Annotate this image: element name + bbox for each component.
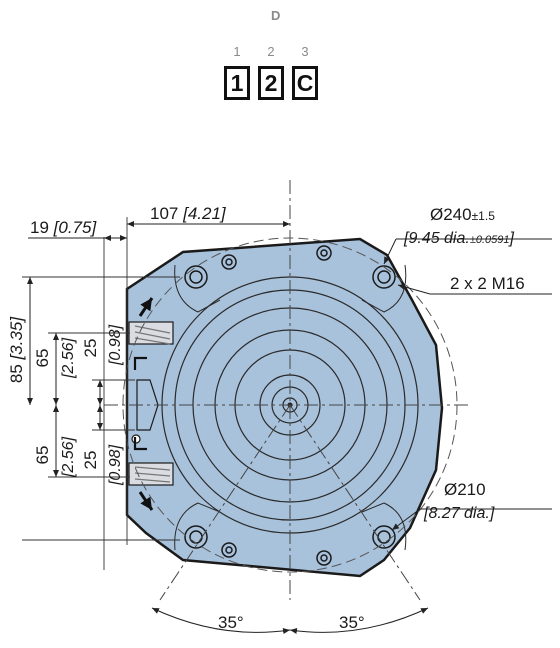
code-box-2: 2 <box>258 66 284 100</box>
dim-25-upper: 25 <box>81 339 100 358</box>
housing-body <box>125 237 444 578</box>
dim-65-upper: 65 <box>33 349 52 368</box>
flow-arrows <box>138 297 154 511</box>
code-letter: D <box>271 8 281 23</box>
extension-lines <box>22 217 180 570</box>
hole-bosses <box>174 264 407 551</box>
ordering-code-header: D 1 2 3 1 2 C <box>0 0 560 130</box>
dim-107: 107 [4.21] <box>150 204 227 223</box>
dim-65-lower: 65 <box>33 446 52 465</box>
pcd-arcs <box>122 237 458 573</box>
dim-25-upper-in: [0.98] <box>107 324 124 366</box>
dim-210-in: [8.27 dia.] <box>423 505 495 522</box>
dim-240-in: [9.45 dia.±0.0591] <box>403 230 515 247</box>
dimension-lines <box>27 221 429 634</box>
dim-210: Ø210 <box>444 480 486 499</box>
code-position-1: 1 <box>233 44 241 59</box>
dim-65-lower-in: [2.56] <box>60 436 77 478</box>
code-position-3: 3 <box>301 44 309 59</box>
code-box-1: 1 <box>224 66 250 100</box>
dim-25-lower-in: [0.98] <box>107 444 124 486</box>
code-position-2: 2 <box>267 44 275 59</box>
dim-25-lower: 25 <box>81 451 100 470</box>
leader-lines <box>383 238 552 531</box>
dim-19: 19 [0.75] <box>30 218 97 237</box>
dim-thread: 2 x 2 M16 <box>450 274 525 293</box>
dim-65-upper-in: [2.56] <box>60 337 77 379</box>
dim-240: Ø240±1.5 <box>430 205 495 224</box>
angle-left: 35° <box>218 613 244 632</box>
code-box-3: C <box>292 66 318 100</box>
dim-85: 85 [3.35] <box>7 316 26 383</box>
angle-right: 35° <box>339 613 365 632</box>
motor-front-view-drawing: 107 [4.21] 19 [0.75] Ø240±1.5 [9.45 dia.… <box>7 180 552 634</box>
center-lines <box>104 180 470 601</box>
corner-symbols <box>133 356 147 451</box>
